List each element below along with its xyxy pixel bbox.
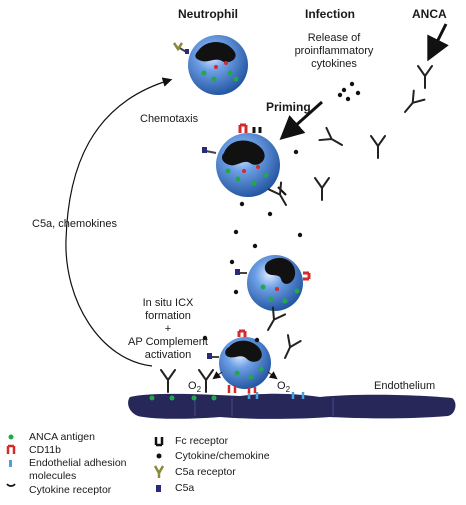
neutrophil-migrating <box>235 249 311 317</box>
neutrophil-resting <box>172 35 248 95</box>
chemotaxis-arrow <box>65 77 173 367</box>
endothelium-antigens <box>149 395 217 401</box>
legend-cytokine-chemokine: Cytokine/chemokine <box>175 450 270 462</box>
endothelium <box>128 393 456 419</box>
anca-header: ANCA <box>412 7 447 21</box>
c5a-receptor-symbol <box>153 465 165 478</box>
priming-label: Priming <box>266 100 311 114</box>
release-label: Release of proinflammatory cytokines <box>294 32 374 70</box>
legend-adhesion: Endothelial adhesion molecules <box>29 457 127 482</box>
cytokine-receptor-symbol <box>6 483 16 487</box>
priming-arrow <box>279 100 324 141</box>
icx-label: In situ ICX formation + AP Complement ac… <box>128 297 208 361</box>
neutrophil-primed <box>202 123 287 197</box>
cd11b-symbol <box>6 444 16 454</box>
legend-anca-antigen: ANCA antigen <box>29 431 95 443</box>
legend-c5a-receptor: C5a receptor <box>175 466 236 478</box>
cytokine-dots <box>202 81 361 343</box>
c5a-symbol <box>156 485 161 492</box>
adhesion-molecules <box>247 392 305 399</box>
adhesion-symbol <box>9 460 12 467</box>
anca-antigen-symbol <box>8 434 14 440</box>
neutrophil-activated <box>207 329 275 393</box>
o2-arrows <box>212 371 278 380</box>
anca-arrow <box>427 23 449 62</box>
endothelium-label: Endothelium <box>374 380 436 392</box>
fc-receptor-symbol <box>154 437 164 447</box>
legend-cd11b: CD11b <box>29 444 61 456</box>
legend-symbols <box>6 434 165 492</box>
o2-right-label: O2 <box>277 380 291 395</box>
c5a-chemokines-label: C5a, chemokines <box>32 218 117 230</box>
o2-left-label: O2 <box>188 380 202 395</box>
chemotaxis-label: Chemotaxis <box>140 113 199 125</box>
neutrophil-header: Neutrophil <box>178 7 238 21</box>
infection-header: Infection <box>305 7 355 21</box>
legend-fc-receptor: Fc receptor <box>175 435 229 447</box>
legend-c5a: C5a <box>175 482 195 494</box>
legend-cytokine-receptor: Cytokine receptor <box>29 484 112 496</box>
cytokine-chemokine-symbol <box>156 453 162 459</box>
